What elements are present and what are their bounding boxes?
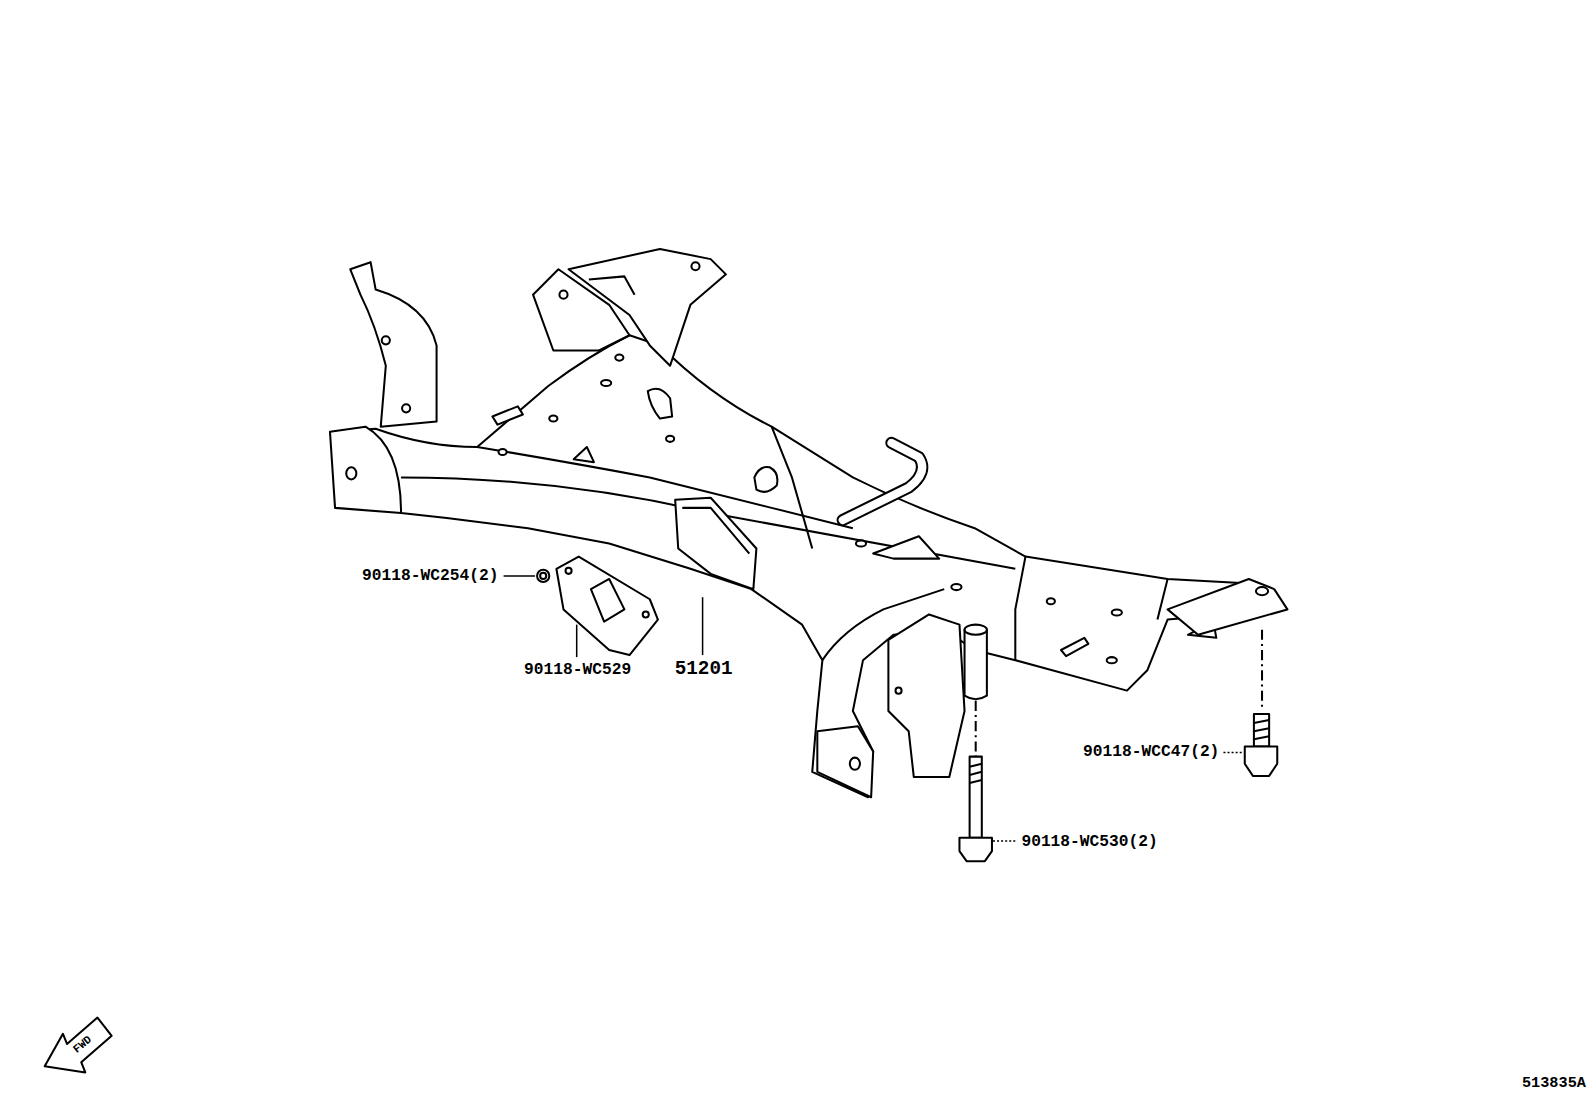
forward-arrow [45,1018,112,1073]
part-number: 51201 [675,660,733,679]
part-number: 90118-WC254(2) [362,568,498,584]
part-number: 90118-WC529 [524,662,631,678]
part-number: 90118-WC530(2) [1021,834,1157,850]
diagram-code: 513835A [1522,1077,1586,1092]
crossmember-body [335,335,1284,797]
part-number: 90118-WCC47(2) [1083,744,1219,760]
